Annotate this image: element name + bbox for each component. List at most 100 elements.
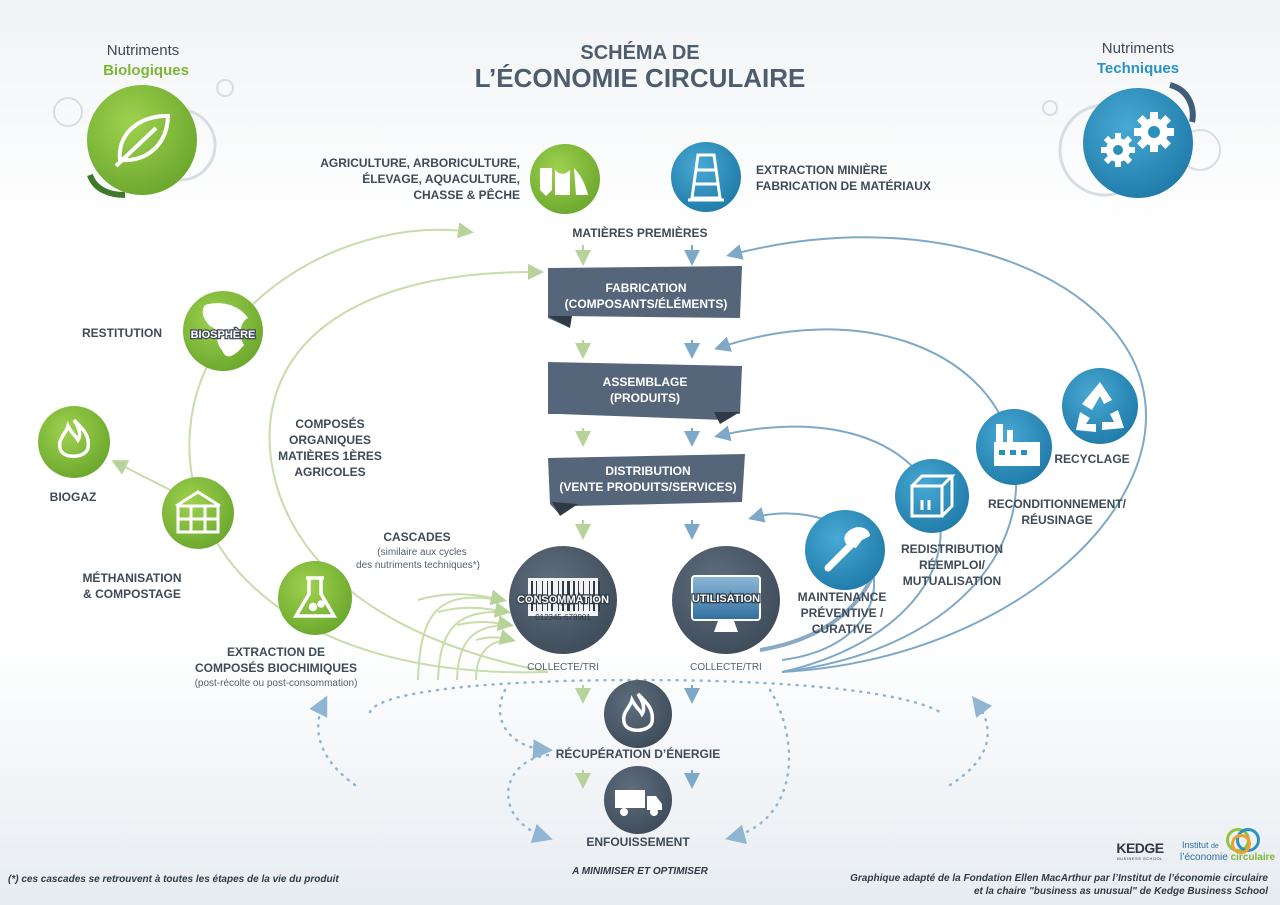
maintenance-node [805,510,885,590]
assemblage-label-2: (PRODUITS) [610,391,680,405]
ribbon-assemblage: ASSEMBLAGE (PRODUITS) [548,362,742,424]
energy-recovery-label: RÉCUPÉRATION D’ÉNERGIE [556,746,720,761]
reconditionnement-label-2: RÉUSINAGE [1021,512,1092,527]
institut-ring-orange [1231,834,1251,854]
agri-label-2: ÉLEVAGE, AQUACULTURE, [362,171,520,186]
fabrication-label-1: FABRICATION [605,281,686,295]
flame-icon [57,418,91,458]
tech-title-2: Techniques [1097,60,1179,77]
minimize-label: A MINIMISER ET OPTIMISER [571,866,709,877]
globe-icon [202,303,248,357]
recyclage-node [1062,368,1138,444]
barcode-stripe [589,581,590,611]
dotted-right-enfouis [725,688,791,844]
barcode-stripe [578,581,579,611]
tech-nutrients-badge: Nutriments Techniques [1042,40,1221,198]
leaf-icon [114,113,171,168]
barcode-stripe [598,581,600,611]
cascade-arrow-4 [475,629,516,645]
animals-icon [540,168,588,196]
institut-text-1: Institut [1182,840,1209,850]
composes-labels: COMPOSÉS ORGANIQUES MATIÈRES 1ÈRES AGRIC… [278,416,382,479]
composes-label-4: AGRICOLES [294,465,365,479]
utilisation-node: UTILISATION [672,546,780,654]
utilisation-label: UTILISATION [692,593,760,605]
maintenance-label-2: PRÉVENTIVE / [801,605,884,620]
title-line-1: SCHÉMA DE [580,41,699,64]
barcode-stripe [583,581,584,611]
truck-icon [615,790,662,816]
assemblage-label-1: ASSEMBLAGE [603,375,688,389]
cascades-labels: CASCADES (similaire aux cycles des nutri… [356,530,480,571]
barcode-digits: 012345 678901 [535,613,591,622]
agri-label-3: CHASSE & PÊCHE [413,187,520,202]
biochem-label-3: (post-récolte ou post-consommation) [195,678,358,689]
loop-outer-green [188,222,549,674]
institut-text-3: circulaire [1230,852,1276,863]
box-icon [910,474,956,518]
barcode-stripe [531,581,533,611]
tech-title-1: Nutriments [1102,40,1175,57]
biogaz-node [38,406,110,478]
loop-recyclage [726,236,1147,673]
barcode-stripe [547,581,548,611]
barcode-stripe [567,581,570,611]
monitor-icon [691,575,761,632]
biogaz-label: BIOGAZ [50,490,97,504]
barcode-stripe [558,581,559,611]
barcode-stripe [562,581,564,611]
composes-label-3: MATIÈRES 1ÈRES [278,448,382,463]
flame-icon [621,692,655,732]
agriculture-node: AGRICULTURE, ARBORICULTURE, ÉLEVAGE, AQU… [320,144,600,214]
dotted-to-recup [498,688,553,760]
institut-text-2: l’économie [1180,852,1228,863]
biosphere-label: BIOSPHÈRE [191,328,256,341]
cascades-label: CASCADES [383,530,450,544]
barcode-stripe [593,581,595,611]
kedge-logo-sub: BUSINESS SCHOOL [1117,856,1163,861]
factory-icon [994,424,1040,466]
cascades-note-2: des nutriments techniques*) [356,560,480,571]
silo-icon [175,490,221,534]
dotted-right-up [948,696,993,787]
kedge-logo: KEDGE BUSINESS SCHOOL [1110,840,1170,861]
biological-loops [111,222,549,681]
redistribution-label-2: RÉEMPLOI/ [919,557,986,572]
collecte-label-1: COLLECTE/TRI [527,662,599,673]
raw-materials-label: MATIÈRES PREMIÈRES [572,225,707,240]
derrick-icon [688,153,724,202]
distribution-label-2: (VENTE PRODUITS/SERVICES) [559,480,736,494]
recycle-icon [1076,382,1124,432]
biosphere-node: BIOSPHÈRE [183,291,263,371]
landfill-label: ENFOUISSEMENT [586,835,690,849]
biochem-node [278,561,352,635]
footnote-cascades: (*) ces cascades se retrouvent à toutes … [8,874,339,885]
cascade-arrow-3 [456,615,514,631]
maintenance-arc [759,569,877,652]
barcode-stripe [542,581,543,611]
loop-inner-green [268,263,549,673]
biochem-label-1: EXTRACTION DE [227,645,325,659]
wrench-icon [824,540,856,572]
extraction-node: EXTRACTION MINIÈRE FABRICATION DE MATÉRI… [671,142,931,212]
methanisation-node [162,477,234,549]
composes-label-1: COMPOSÉS [295,416,364,431]
kedge-logo-text: KEDGE [1116,840,1164,856]
dotted-left-up [309,695,357,787]
ribbon-fabrication: FABRICATION (COMPOSANTS/ÉLÉMENTS) [548,266,742,328]
credit-line-1: Graphique adapté de la Fondation Ellen M… [850,873,1268,884]
methanisation-label-1: MÉTHANISATION [82,570,181,585]
ribbon-distribution: DISTRIBUTION (VENTE PRODUITS/SERVICES) [548,454,745,516]
landfill-node [604,766,672,834]
composes-label-2: ORGANIQUES [289,433,371,447]
extraction-label-2: FABRICATION DE MATÉRIAUX [756,178,931,193]
bio-title-1: Nutriments [107,42,180,59]
cascades-note-1: (similaire aux cycles [377,547,466,558]
methanisation-label-2: & COMPOSTAGE [83,587,181,601]
redistribution-label-1: REDISTRIBUTION [901,542,1003,556]
reconditionnement-label-1: RECONDITIONNEMENT/ [988,497,1127,511]
maintenance-label-1: MAINTENANCE [798,590,887,604]
fabrication-label-2: (COMPOSANTS/ÉLÉMENTS) [565,296,728,311]
